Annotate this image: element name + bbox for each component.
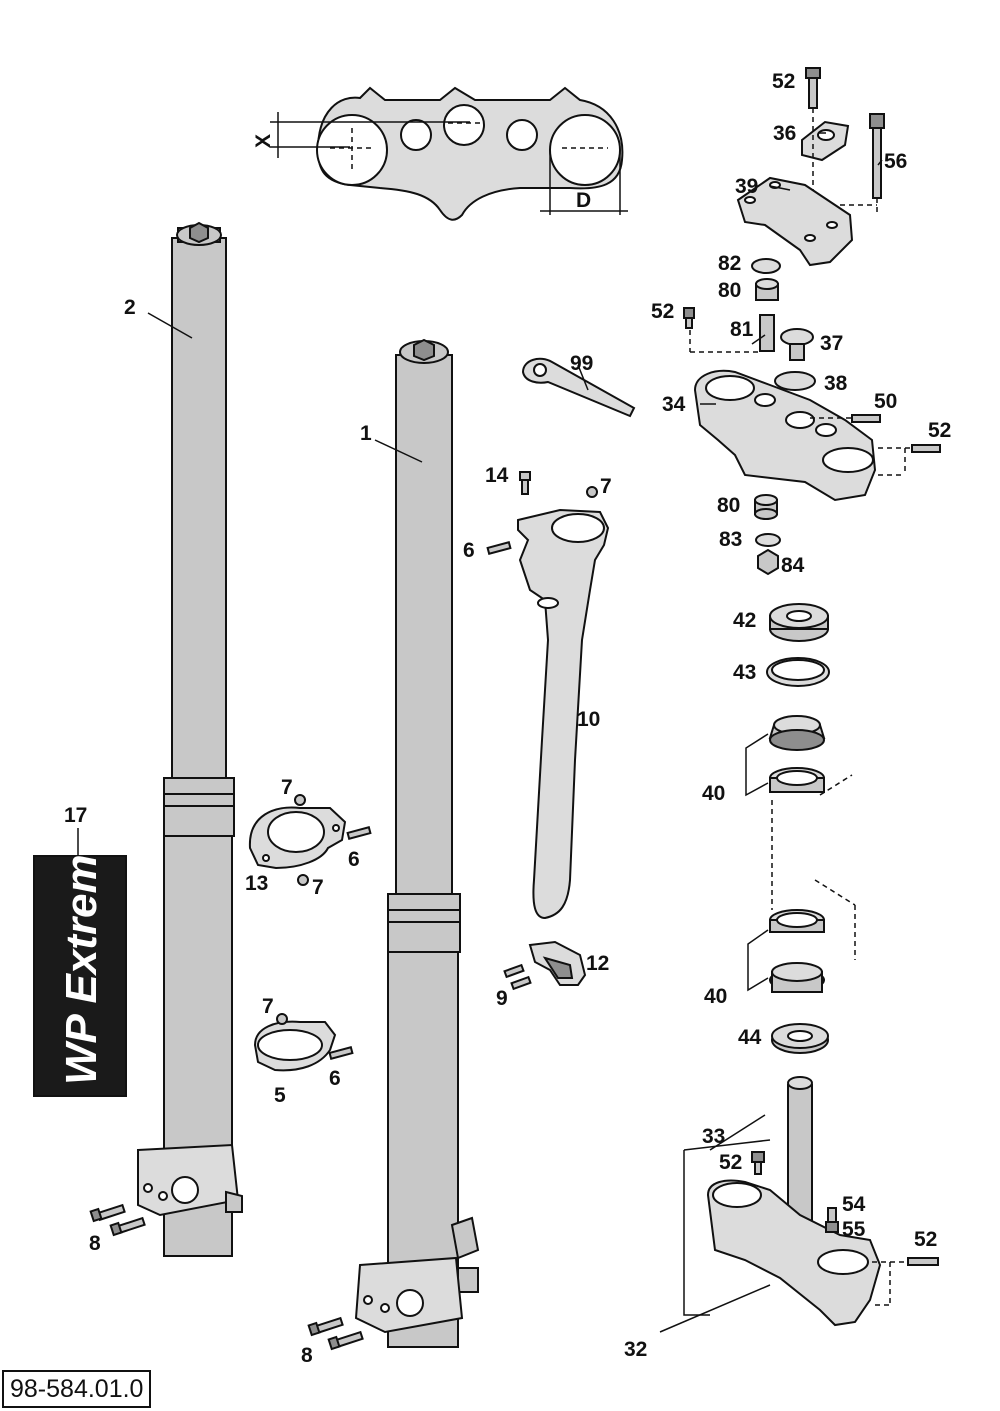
clamp-13 [248, 806, 347, 870]
spanner-99 [521, 357, 636, 418]
callout-54: 54 [842, 1193, 866, 1216]
callout-52d: 52 [719, 1151, 742, 1174]
callout-80b: 80 [717, 494, 740, 517]
callout-80a: 80 [718, 279, 741, 302]
bolt-6c [486, 541, 512, 555]
callout-34: 34 [662, 393, 686, 416]
bolt-52-lower-clamp [872, 1257, 939, 1306]
callout-99: 99 [570, 352, 593, 375]
callout-32: 32 [624, 1338, 647, 1361]
handlebar-clamp-39 [736, 176, 854, 267]
seal-ring-43 [766, 657, 830, 687]
callout-10: 10 [577, 708, 600, 731]
bolt-6b [328, 1046, 354, 1060]
bolt-8-left [89, 1203, 146, 1237]
callout-36: 36 [773, 122, 796, 145]
dimension-x-label: X [252, 134, 275, 148]
sticker-text: WP Extreme [57, 830, 106, 1085]
screws-9 [503, 963, 532, 991]
sleeve-81 [759, 314, 775, 352]
screw-37 [780, 328, 814, 361]
callout-12: 12 [586, 952, 609, 975]
callout-82: 82 [718, 252, 741, 275]
sticker-17: WP Extreme [33, 830, 127, 1097]
bushing-80-top [755, 278, 779, 301]
upper-triple-clamp-34 [693, 370, 877, 502]
callout-6b: 6 [329, 1067, 341, 1090]
callout-52a: 52 [772, 70, 795, 93]
callout-13: 13 [245, 872, 268, 895]
callout-8b: 8 [301, 1344, 313, 1367]
nut-84 [757, 548, 779, 576]
brake-line-guide-10 [517, 508, 610, 920]
nut-7c [276, 1013, 288, 1025]
clamp-36 [801, 120, 850, 162]
triple-clamp-top-view [270, 86, 628, 221]
screw-14 [519, 471, 531, 495]
callout-40a: 40 [702, 782, 725, 805]
fork-leg-1 [354, 338, 480, 1348]
bearing-40-lower [769, 909, 825, 993]
callout-7b: 7 [312, 876, 324, 899]
fork-leg-2 [137, 221, 243, 1257]
callout-7a: 7 [281, 776, 293, 799]
bushing-80-bottom [754, 494, 778, 520]
callout-83: 83 [719, 528, 742, 551]
screw-52-lower [751, 1151, 765, 1175]
bolt-6a [346, 826, 372, 840]
callout-84: 84 [781, 554, 805, 577]
callout-1: 1 [360, 422, 372, 445]
callout-44: 44 [738, 1026, 762, 1049]
callout-6c: 6 [463, 539, 475, 562]
callout-50: 50 [874, 390, 897, 413]
seal-ring-44 [771, 1023, 829, 1054]
callout-33: 33 [702, 1125, 725, 1148]
bracket-40-lower [747, 929, 769, 992]
bolt-52-clamp [878, 444, 941, 476]
dust-cover-42 [769, 603, 829, 642]
callout-17: 17 [64, 804, 87, 827]
nut-7a [294, 794, 306, 806]
callout-43: 43 [733, 661, 756, 684]
clamp-5 [253, 1020, 337, 1072]
callout-38: 38 [824, 372, 848, 395]
lower-triple-clamp-32 [706, 1179, 882, 1327]
callout-55: 55 [842, 1218, 866, 1241]
callout-6a: 6 [348, 848, 360, 871]
callout-52e: 52 [914, 1228, 937, 1251]
callout-7d: 7 [600, 475, 612, 498]
screw-52-top [805, 67, 821, 109]
callout-2: 2 [124, 296, 136, 319]
callout-5: 5 [274, 1084, 286, 1107]
washer-38 [774, 371, 816, 391]
washer-82 [751, 258, 781, 274]
reference-number: 98-584.01.0 [2, 1370, 152, 1408]
bracket-40-upper [745, 733, 769, 797]
dimension-d-label: D [576, 189, 591, 212]
callout-7c: 7 [262, 995, 274, 1018]
bearing-40-upper [768, 715, 826, 793]
callout-52c: 52 [928, 419, 951, 442]
bolt-50 [851, 414, 881, 423]
bracket-12 [528, 940, 587, 986]
callout-40b: 40 [704, 985, 727, 1008]
callout-39: 39 [735, 175, 758, 198]
nut-7d [586, 486, 598, 498]
bolt-8-right [307, 1316, 364, 1351]
callout-8a: 8 [89, 1232, 101, 1255]
callout-52b: 52 [651, 300, 674, 323]
callout-56: 56 [884, 150, 907, 173]
bolt-56 [869, 113, 885, 199]
callout-14: 14 [485, 464, 509, 487]
screw-54-55 [825, 1207, 839, 1233]
callout-37: 37 [820, 332, 843, 355]
callout-42: 42 [733, 609, 756, 632]
washer-83 [755, 533, 781, 547]
nut-7b [297, 874, 309, 886]
screw-52-mid [683, 307, 695, 329]
callout-81: 81 [730, 318, 754, 341]
callout-9: 9 [496, 987, 508, 1010]
